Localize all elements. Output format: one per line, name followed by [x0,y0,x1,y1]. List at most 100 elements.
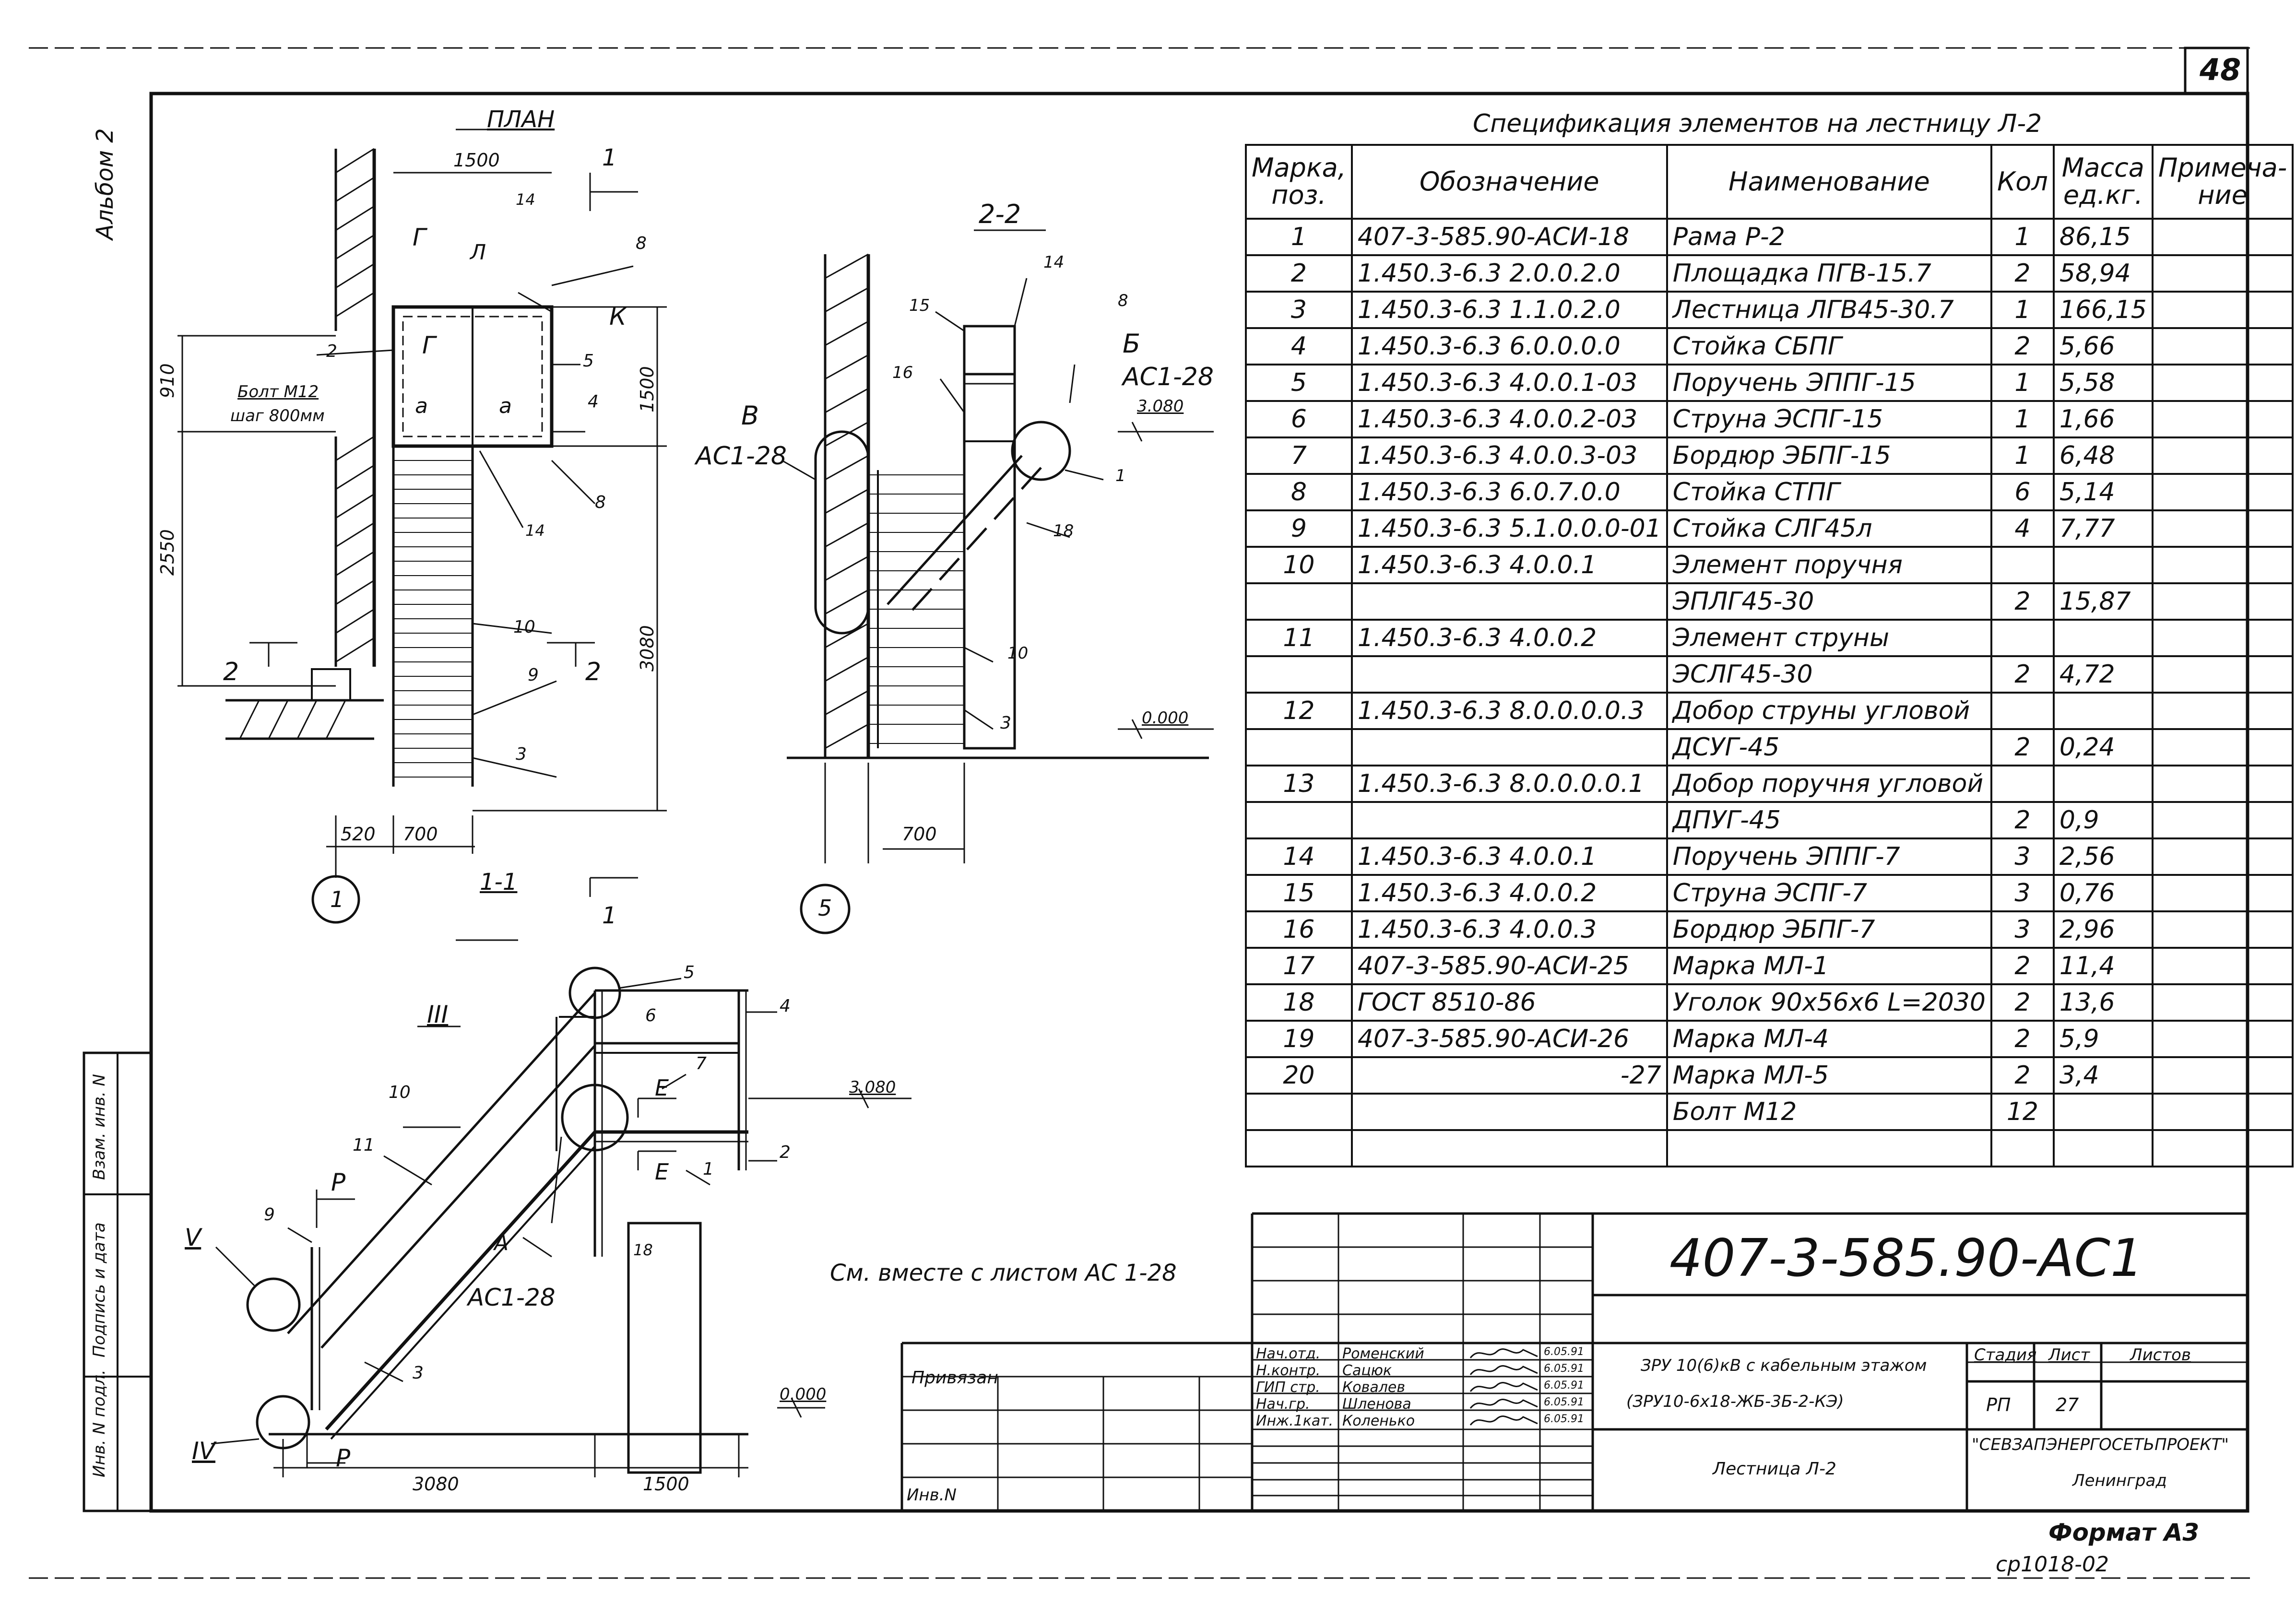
position-label: 7 [696,1054,707,1073]
staff-role: ГИП стр. [1256,1379,1320,1396]
spec-cell: 1 [1990,436,2055,475]
staff-name: Коленько [1342,1413,1415,1429]
cut-number: 2 [223,658,239,686]
dim-label: 2550 [157,529,178,576]
spec-cell: 5,58 [2052,364,2154,402]
staff-role: Инж.1кат. [1256,1413,1334,1429]
spec-cell: 14 [1245,837,1353,876]
dim-label: 3080 [413,1474,459,1495]
spec-cell: 0,76 [2052,874,2154,912]
spec-cell: 407-3-585.90-АСИ-25 [1350,947,1668,985]
spec-cell: 4 [1245,327,1353,365]
spec-cell [2151,218,2294,256]
spec-cell: 3 [1990,910,2055,949]
position-label: 18 [633,1241,653,1259]
spec-cell [2052,765,2154,803]
position-label: 15 [909,296,930,315]
spec-cell [2151,327,2294,365]
spec-cell: 2 [1990,728,2055,766]
spec-cell: 3 [1990,837,2055,876]
spec-cell: 4,72 [2052,655,2154,694]
position-label: 18 [1053,521,1074,541]
position-label: 14 [1043,253,1065,272]
spec-cell: 1,66 [2052,400,2154,438]
roman-label: V [185,1224,201,1251]
spec-table: Марка, поз. Обозначение Наименование Кол… [1245,144,2294,1167]
position-label: 8 [595,493,606,512]
spec-cell [1245,728,1353,766]
side-strip-label: Подпись и дата [90,1222,109,1357]
album-label: Альбом 2 [92,128,118,240]
project-name: ЗРУ 10(6)кВ с кабельным этажом [1641,1356,1927,1375]
level-label: 0.000 [1142,708,1189,728]
position-label: 5 [583,351,594,371]
spec-cell: 5 [1245,364,1353,402]
plan-title: ПЛАН [487,106,555,133]
spec-cell: 2 [1245,254,1353,293]
document-code: 407-3-585.90-АС1 [1669,1228,2143,1288]
signature-mark [1469,1415,1538,1426]
staff-date: 6.05.91 [1544,1379,1584,1391]
view-letter: Г [422,331,436,359]
spec-cell: 3 [1245,291,1353,329]
spec-cell: 1.450.3-6.3 5.1.0.0.0-01 [1350,509,1668,548]
spec-cell [2151,254,2294,293]
axis-label: 1 [330,886,344,912]
sheet-header: Лист [2048,1345,2090,1365]
spec-cell: 3,4 [2052,1056,2154,1095]
position-label: 5 [684,963,695,982]
stage-header: Стадия [1974,1345,2037,1365]
spec-cell: 1.450.3-6.3 4.0.0.1 [1350,837,1668,876]
dim-label: 1500 [453,150,500,171]
spec-cell: 1.450.3-6.3 6.0.0.0.0 [1350,327,1668,365]
view-letter: Л [470,240,486,265]
spec-cell: 6 [1245,400,1353,438]
position-label: 6 [645,1006,656,1026]
spec-cell [2151,837,2294,876]
spec-cell: Бордюр ЭБПГ-15 [1666,436,1992,475]
spec-cell: 12 [1245,692,1353,730]
axis-bubble-5 [800,884,851,934]
position-label: 9 [264,1205,275,1225]
spec-cell: 6 [1990,473,2055,511]
position-label: 4 [588,392,599,412]
position-label: 4 [780,996,791,1016]
title-block-grid [900,1212,2248,1511]
spec-cell: ЭСЛГ45-30 [1666,655,1992,694]
spec-cell [1350,1129,1668,1167]
spec-cell [2151,1020,2294,1058]
spec-cell: Лестница ЛГВ45-30.7 [1666,291,1992,329]
spec-cell: 2 [1990,1056,2055,1095]
roman-label: III [427,1001,449,1028]
col-header: Обозначение [1350,144,1668,220]
staff-name: Ковалев [1342,1379,1406,1396]
spec-cell: ГОСТ 8510-86 [1350,983,1668,1022]
signature-mark [1469,1348,1538,1358]
position-label: 8 [636,234,647,253]
spec-cell [2151,983,2294,1022]
spec-cell: 407-3-585.90-АСИ-18 [1350,218,1668,256]
spec-cell [1245,655,1353,694]
position-label: 10 [513,617,535,637]
organization: "СЕВЗАПЭНЕРГОСЕТЬПРОЕКТ" [1972,1435,2229,1454]
staff-role: Нач.гр. [1256,1396,1310,1413]
dim-label: 1500 [643,1474,689,1495]
spec-cell: 2,56 [2052,837,2154,876]
signature-mark [1469,1365,1538,1375]
spec-cell [2151,291,2294,329]
position-label: 3 [516,744,527,764]
spec-cell: 1.450.3-6.3 8.0.0.0.0.3 [1350,692,1668,730]
spec-cell [2151,910,2294,949]
ref-label: Б [1123,329,1141,359]
bolt-note: Болт М12 [237,382,319,401]
col-header: Кол [1990,144,2055,220]
bolt-note: шаг 800мм [230,406,325,425]
spec-cell [2052,1129,2154,1167]
